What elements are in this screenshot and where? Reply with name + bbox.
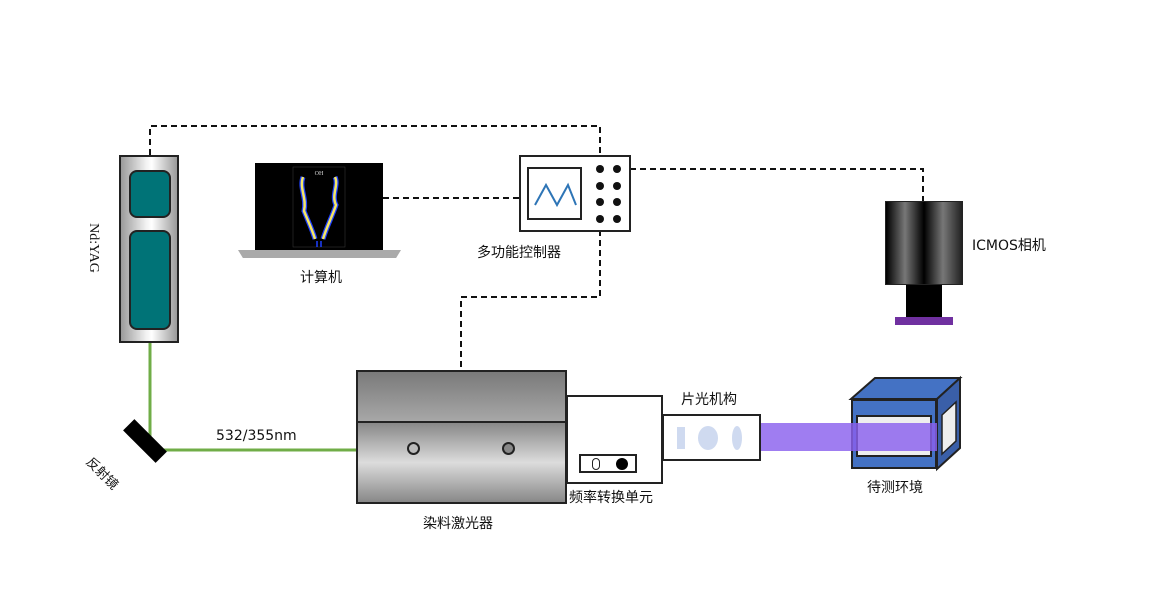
oh-image-label: OH <box>315 171 324 177</box>
icmos-camera-body <box>885 201 963 285</box>
cylindrical-lens <box>677 427 685 449</box>
dye-laser-label: 染料激光器 <box>423 516 493 532</box>
dye-laser-bottom <box>356 421 567 504</box>
controller-port <box>596 165 604 173</box>
controller-display <box>527 167 582 220</box>
camera-filter <box>895 317 953 325</box>
frequency-unit-label: 频率转换单元 <box>569 490 653 506</box>
computer-label: 计算机 <box>300 270 342 286</box>
dye-laser-knob <box>502 442 515 455</box>
sheet-optics-label: 片光机构 <box>681 392 737 408</box>
dye-laser-top <box>356 370 567 422</box>
controller-port <box>596 182 604 190</box>
controller-dyelaser-wire <box>460 220 601 370</box>
test-chamber <box>848 375 963 472</box>
icmos-camera-lens <box>906 285 942 317</box>
wavelength-label: 532/355nm <box>216 428 297 444</box>
spherical-lens <box>698 426 718 450</box>
nd-yag-label: Nd:YAG <box>85 223 101 273</box>
oh-flame-image: OH <box>292 166 346 248</box>
camera-label: ICMOS相机 <box>972 238 1046 254</box>
controller-camera-wire <box>620 168 924 201</box>
controller-label: 多功能控制器 <box>477 245 561 261</box>
dye-laser-knob <box>407 442 420 455</box>
computer-screen: OH <box>255 163 383 250</box>
controller-port <box>613 165 621 173</box>
frequency-unit-panel <box>579 454 637 473</box>
crystal-icon <box>592 458 600 470</box>
nd-yag-laser <box>119 155 179 343</box>
computer-base <box>238 250 401 258</box>
test-environment-label: 待测环境 <box>867 480 923 496</box>
waveform-icon <box>534 182 577 208</box>
controller-port <box>613 182 621 190</box>
controller-port <box>596 215 604 223</box>
controller-port <box>613 198 621 206</box>
chamber-side-window <box>941 400 957 456</box>
yag-cell-top <box>129 170 171 218</box>
yag-controller-wire <box>149 125 601 166</box>
controller-port <box>596 198 604 206</box>
focusing-lens <box>732 426 742 450</box>
yag-cell-bottom <box>129 230 171 330</box>
lens-dot-icon <box>616 458 628 470</box>
laser-sheet-beam <box>761 423 937 451</box>
sheet-optics-box <box>662 414 761 461</box>
controller-port <box>613 215 621 223</box>
